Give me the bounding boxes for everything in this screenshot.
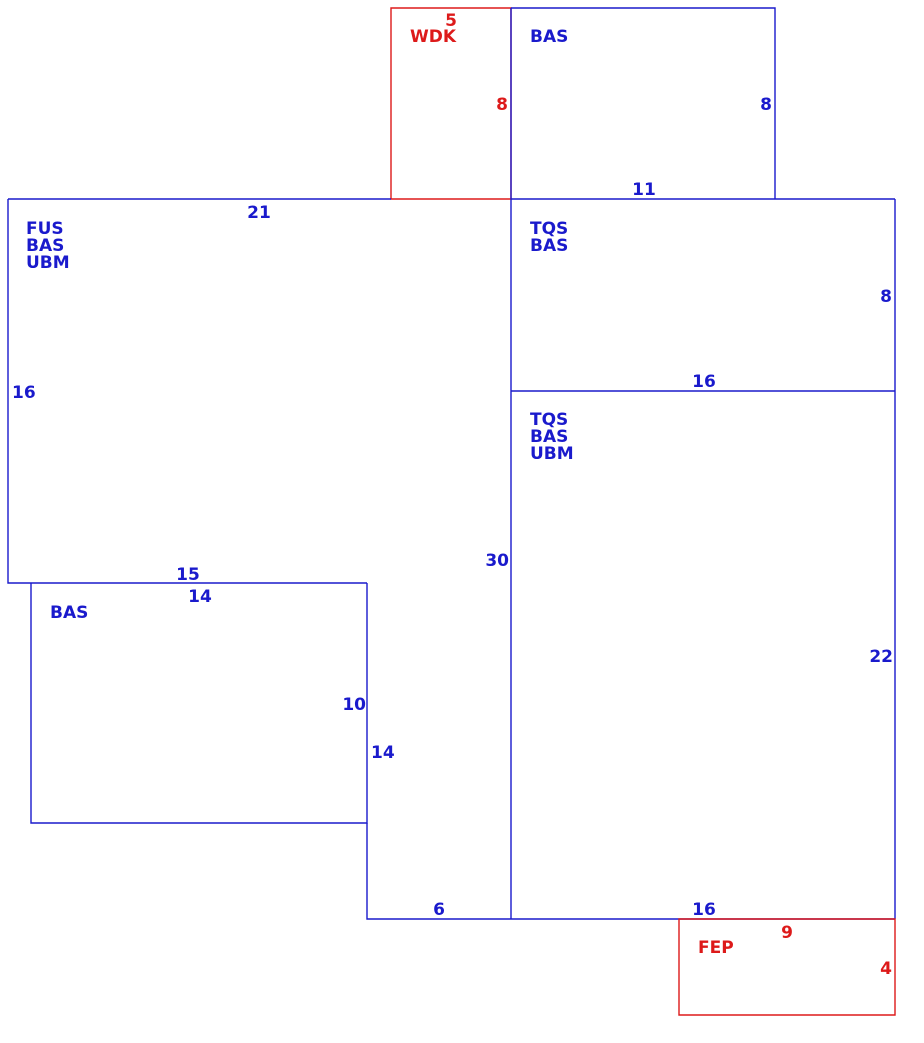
- area-code-left-main-2: BAS: [26, 236, 64, 256]
- area-outlines: [7, 7, 896, 1016]
- area-code-right-lower-1: TQS: [530, 410, 568, 430]
- lower-left-outline: [30, 583, 368, 824]
- fep-outline: [678, 918, 896, 1016]
- dimension-right-lower-bottom: 16: [692, 900, 716, 920]
- dimension-wdk-right: 8: [496, 95, 508, 115]
- dimension-right-lower-right: 22: [869, 647, 893, 667]
- area-code-fep-1: FEP: [698, 938, 734, 958]
- dimension-fep-top: 9: [781, 923, 793, 943]
- dimension-center-divider: 30: [485, 551, 509, 571]
- dimension-right-upper-bottom: 16: [692, 372, 716, 392]
- area-code-lower-left-1: BAS: [50, 603, 88, 623]
- area-code-right-upper-1: TQS: [530, 219, 568, 239]
- dimension-fep-right: 4: [880, 959, 892, 979]
- dimension-left-main-bottom: 15: [176, 565, 200, 585]
- dimension-left-main-top: 21: [247, 203, 271, 223]
- area-code-right-lower-3: UBM: [530, 444, 574, 464]
- dimension-right-upper-right: 8: [880, 287, 892, 307]
- dimension-lower-left-top: 14: [188, 587, 212, 607]
- area-code-wdk-1: WDK: [410, 27, 457, 47]
- dimension-lower-left-right: 10: [342, 695, 366, 715]
- dimension-upper-right-right: 8: [760, 95, 772, 115]
- area-code-right-upper-2: BAS: [530, 236, 568, 256]
- left-main-left-edge: [7, 199, 367, 584]
- area-code-right-lower-2: BAS: [530, 427, 568, 447]
- dimension-notch-right: 14: [371, 743, 395, 763]
- notch-outline: [366, 823, 511, 920]
- dimension-upper-right-bottom: 11: [632, 180, 656, 200]
- area-code-left-main-3: UBM: [26, 253, 70, 273]
- area-code-upper-right-1: BAS: [530, 27, 568, 47]
- dimension-wdk-top: 5: [445, 11, 457, 31]
- dimension-left-main-left: 16: [12, 383, 36, 403]
- area-code-left-main-1: FUS: [26, 219, 64, 239]
- dimension-notch-bottom: 6: [433, 900, 445, 920]
- upper-right-outline: [511, 7, 776, 199]
